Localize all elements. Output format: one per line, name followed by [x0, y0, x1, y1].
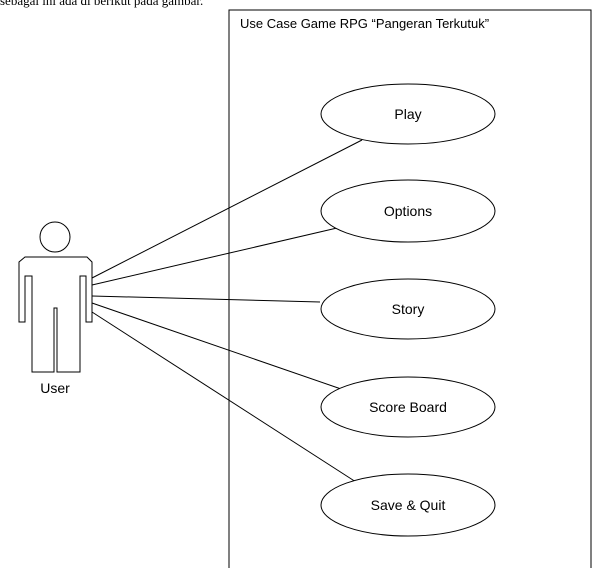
use-case-label-play: Play [394, 106, 422, 122]
actor-head [39, 221, 71, 253]
use-case-label-score-board: Score Board [369, 399, 447, 415]
use-case-label-story: Story [391, 301, 425, 317]
use-case-save-quit [320, 473, 496, 537]
use-case-options [320, 179, 496, 243]
use-case-story [320, 278, 496, 340]
system-boundary [228, 9, 592, 568]
association-options [91, 227, 338, 286]
association-save-quit [91, 311, 357, 483]
use-case-label-save-quit: Save & Quit [370, 497, 446, 513]
boundary-title: Use Case Game RPG “Pangeran Terkutuk” [240, 16, 490, 31]
association-score-board [91, 302, 345, 391]
association-story [91, 295, 321, 303]
caption-fragment: sebagai ini ada di berikut pada gambar. [0, 0, 204, 8]
association-play [91, 139, 363, 279]
associations [91, 139, 363, 483]
use-case-score-board [320, 376, 496, 438]
use-case-label-options: Options [383, 203, 433, 219]
use-case-play [320, 83, 496, 145]
actor-label: User [40, 380, 70, 396]
actor-body [18, 256, 93, 373]
actor-user-figure [18, 221, 93, 373]
